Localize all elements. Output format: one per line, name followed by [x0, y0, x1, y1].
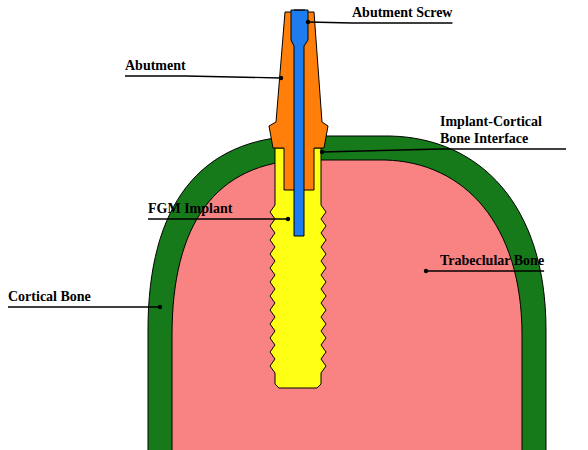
implant-label: FGM Implant — [148, 200, 232, 217]
leader-dot — [158, 305, 162, 309]
leader-dot — [279, 76, 283, 80]
screw-slot — [294, 10, 305, 11]
leader-dot — [306, 20, 310, 24]
leader-line — [426, 270, 544, 271]
leader-line — [148, 218, 288, 219]
cortical-label: Cortical Bone — [8, 288, 91, 305]
leader-line — [308, 22, 452, 23]
interface-label: Implant-Cortical Bone Interface — [440, 113, 566, 147]
abutment-screw — [291, 10, 308, 236]
leader-lines — [8, 20, 566, 309]
leader-line — [322, 149, 566, 152]
leader-line — [8, 306, 160, 307]
leader-line — [125, 76, 281, 78]
leader-dot — [286, 217, 290, 221]
leader-dot — [320, 150, 324, 154]
leader-dot — [424, 269, 428, 273]
abutment-screw-label: Abutment Screw — [352, 4, 452, 21]
trabecular-label: Trabeclular Bone — [440, 252, 544, 269]
cortical-bone — [148, 136, 546, 450]
abutment-label: Abutment — [125, 57, 186, 74]
